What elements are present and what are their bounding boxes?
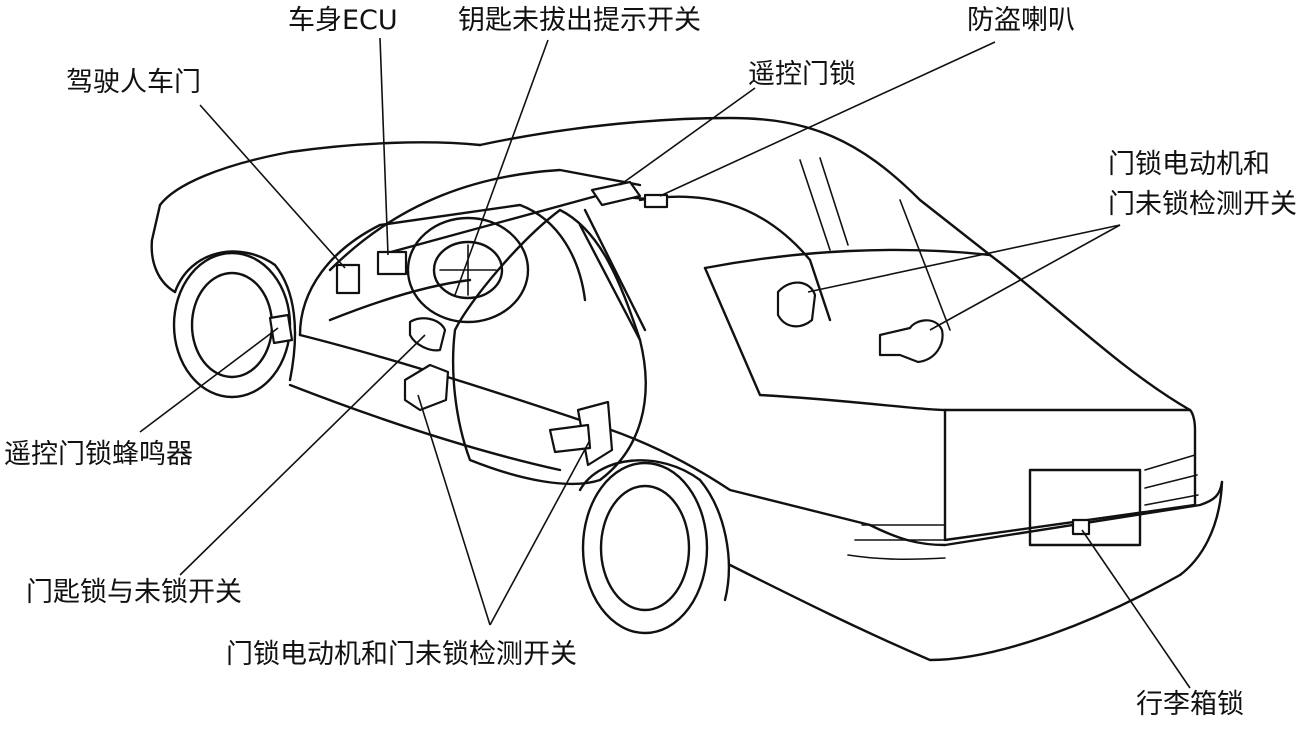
tail-light-left [847, 524, 946, 561]
car-body [150, 116, 1224, 662]
body-ecu-box [376, 250, 408, 276]
label-front-motor-switch: 门锁电动机和门未锁检测开关 [226, 639, 577, 670]
leader-trunk-lock [1081, 529, 1191, 689]
steering-spokes [439, 244, 497, 296]
leader-remote-lock [619, 87, 756, 186]
key-cylinder [408, 317, 447, 352]
leader-lines [139, 37, 1191, 689]
front-bumper [150, 203, 177, 294]
b-pillar [578, 208, 647, 342]
rear-door-lock-right [878, 319, 944, 364]
rear-quarter-lines [799, 157, 951, 331]
rear-lower [728, 480, 1224, 662]
label-remote-buzzer: 遥控门锁蜂鸣器 [4, 439, 193, 470]
windshield [328, 168, 642, 272]
trunk-lock-part [1071, 518, 1091, 536]
components [268, 180, 1091, 536]
leader-key-reminder [454, 39, 549, 296]
trunk-lid [943, 408, 1197, 542]
label-trunk-lock: 行李箱锁 [1136, 689, 1244, 720]
tail-light-right [1144, 454, 1199, 506]
leader-rear-lock-1 [807, 224, 1121, 293]
rear-door-lock-left [776, 281, 817, 328]
label-theft-horn: 防盗喇叭 [967, 5, 1075, 36]
label-body-ecu: 车身ECU [288, 5, 398, 36]
buzzer-part [268, 313, 294, 345]
rear-window [703, 248, 1192, 412]
leader-rear-lock-2 [929, 224, 1121, 331]
theft-horn-box [643, 193, 669, 209]
leader-body-ecu [379, 37, 389, 256]
remote-lock-receiver [590, 180, 642, 207]
driver-door-switch [335, 263, 361, 295]
leader-front-motor-1 [417, 394, 491, 626]
steering-hub [432, 240, 504, 300]
label-rear-motor-switch-line1: 门锁电动机和 [1108, 149, 1270, 180]
rear-bumper [868, 480, 1224, 547]
leader-front-motor-2 [489, 439, 591, 626]
side-sill [298, 333, 872, 527]
rear-wheel [578, 459, 731, 635]
rear-deck [703, 266, 1192, 412]
roof-outline [478, 116, 992, 257]
license-plate [1028, 468, 1142, 547]
front-door-opening [298, 203, 587, 337]
label-key-lock-unlock-switch: 门匙锁与未锁开关 [26, 577, 242, 608]
leader-driver-door [199, 104, 346, 269]
label-driver-door: 驾驶人车门 [66, 67, 201, 98]
front-door-panel [451, 208, 647, 486]
rear-handle [548, 423, 592, 454]
leader-theft-horn [659, 41, 996, 197]
leader-buzzer [139, 327, 279, 433]
steering-wheel [406, 216, 530, 324]
label-key-reminder-switch: 钥匙未拔出提示开关 [458, 5, 701, 36]
label-remote-door-lock: 遥控门锁 [748, 59, 856, 90]
hood-outline [158, 141, 482, 207]
leader-key-switch [179, 334, 426, 576]
side-lower-line [288, 383, 562, 472]
label-rear-motor-switch-line2: 门未锁检测开关 [1108, 189, 1297, 220]
front-door-lock-motor [403, 363, 450, 412]
